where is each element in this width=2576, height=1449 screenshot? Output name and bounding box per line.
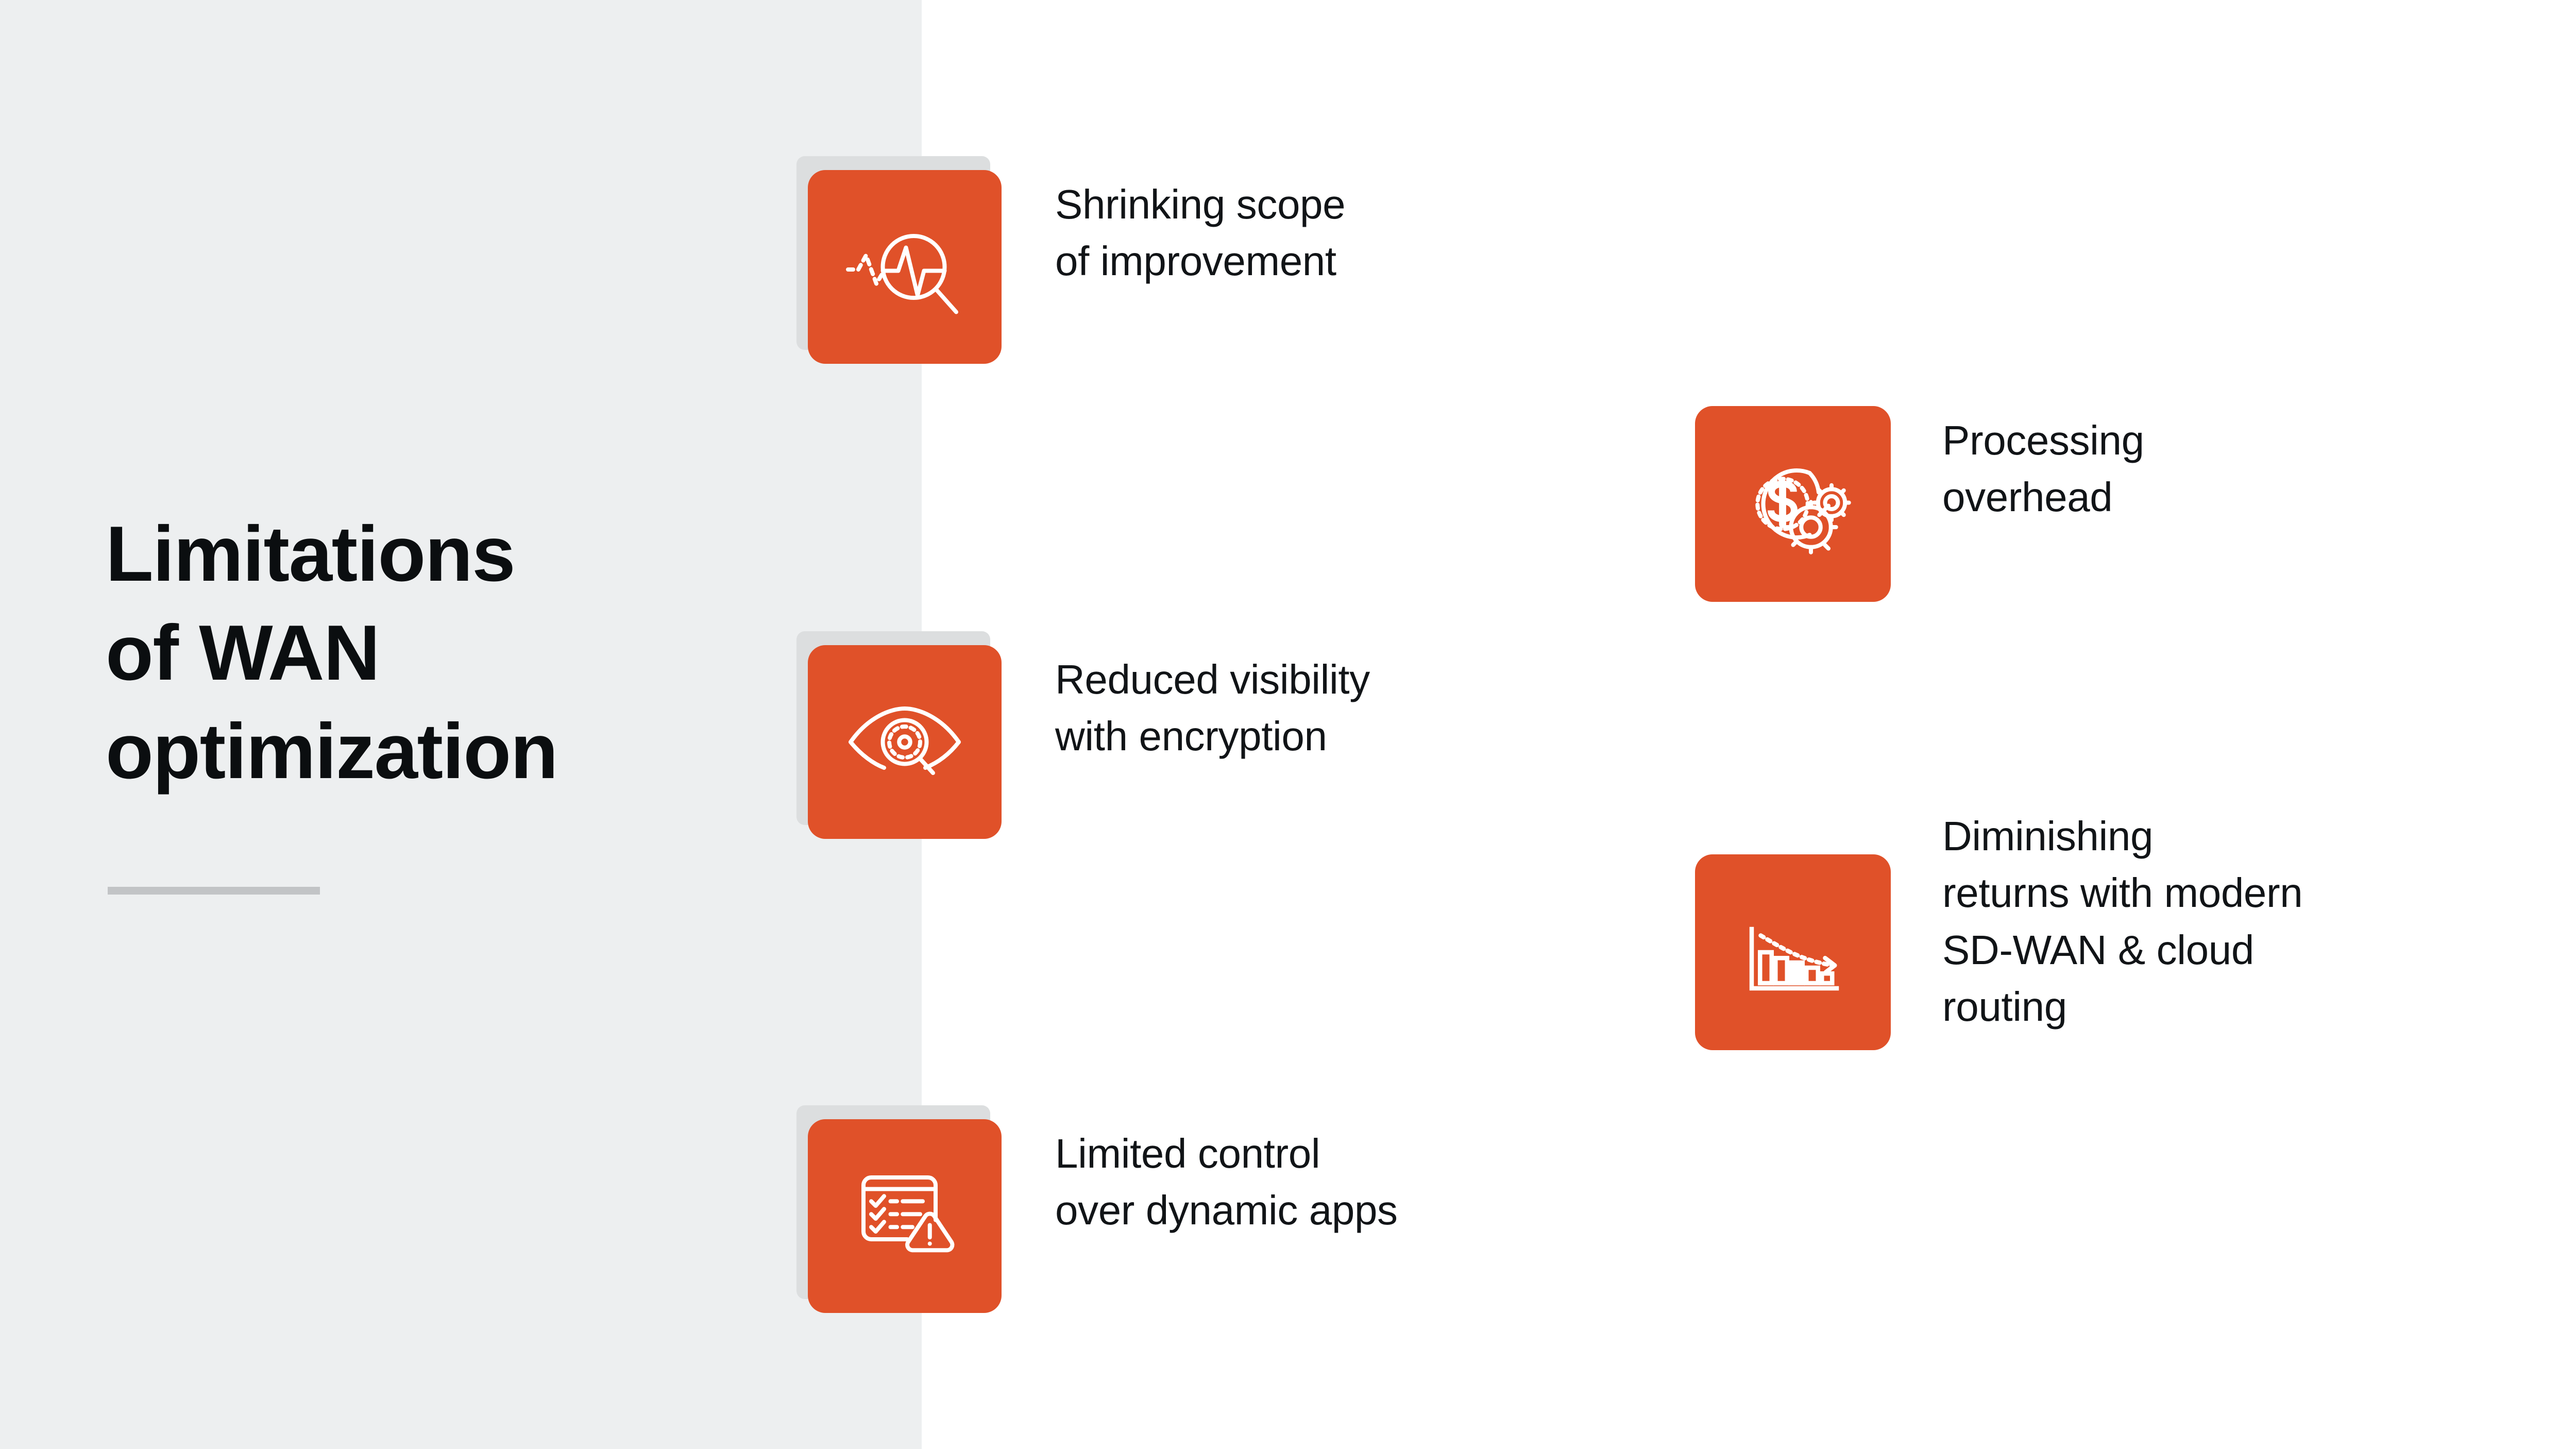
- declining-bar-chart-icon: [1728, 888, 1857, 1017]
- page-title: Limitations of WAN optimization: [106, 505, 775, 801]
- icon-tile: [808, 645, 1002, 839]
- list-item-limited-control: Limited control over dynamic apps: [796, 1105, 1398, 1313]
- icon-tile-wrap: [796, 631, 1002, 839]
- list-item-label: Shrinking scope of improvement: [1055, 181, 1346, 284]
- icon-tile-wrap: [1695, 854, 1891, 1050]
- list-item-label: Limited control over dynamic apps: [1055, 1131, 1398, 1234]
- right-panel-background: [922, 0, 2576, 1449]
- left-panel-background: [0, 0, 922, 1449]
- list-item-label: Reduced visibility with encryption: [1055, 656, 1370, 760]
- icon-tile: [808, 170, 1002, 364]
- list-item-shrinking-scope: Shrinking scope of improvement: [796, 156, 1346, 364]
- icon-tile: [1695, 854, 1891, 1050]
- icon-tile: [808, 1119, 1002, 1313]
- eye-magnifier-icon: [840, 678, 969, 806]
- list-item-diminishing-returns: Diminishing returns with modern SD-WAN &…: [1695, 813, 2303, 1050]
- icon-tile-wrap: [1695, 406, 1891, 602]
- icon-tile-wrap: [796, 156, 1002, 364]
- title-line-3: optimization: [106, 707, 558, 796]
- list-item-processing-overhead: Processing overhead: [1695, 406, 2144, 602]
- list-item-label: Diminishing returns with modern SD-WAN &…: [1942, 813, 2303, 1030]
- list-item-label: Processing overhead: [1942, 417, 2144, 520]
- magnifier-pulse-icon: [840, 203, 969, 331]
- title-line-1: Limitations: [106, 510, 516, 598]
- icon-tile: [1695, 406, 1891, 602]
- title-underline-rule: [108, 887, 320, 895]
- title-line-2: of WAN: [106, 609, 380, 697]
- dollar-gears-icon: [1728, 440, 1857, 568]
- checklist-warning-icon: [840, 1152, 969, 1280]
- icon-tile-wrap: [796, 1105, 1002, 1313]
- list-item-reduced-visibility: Reduced visibility with encryption: [796, 631, 1370, 839]
